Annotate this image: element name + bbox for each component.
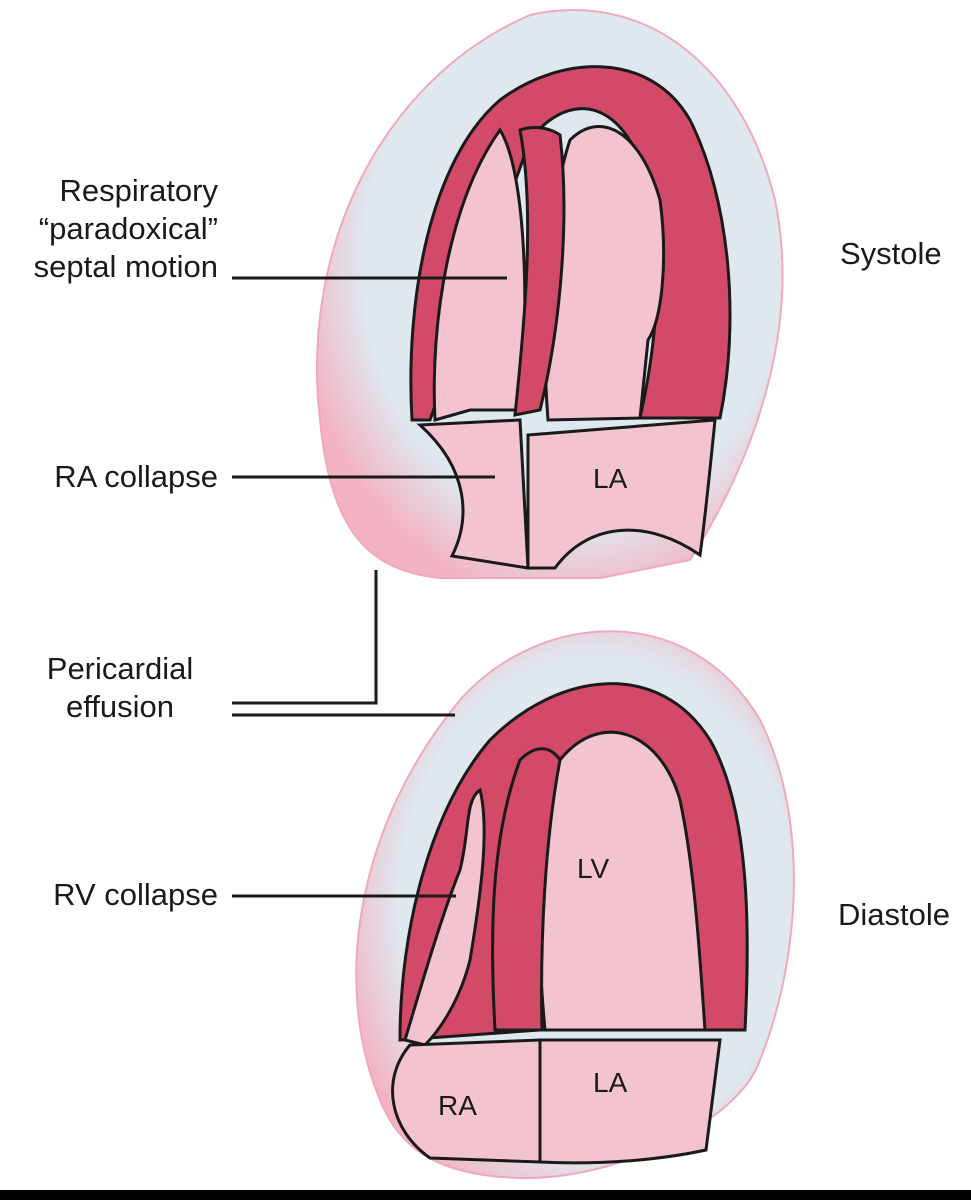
label-respiratory-line1: Respiratory [59, 173, 219, 208]
leader-pericardial-top [232, 570, 378, 705]
label-respiratory-line3: septal motion [33, 249, 218, 284]
diastole-la-label: LA [593, 1067, 628, 1098]
label-pericardial-line1: Pericardial [46, 651, 194, 686]
label-pericardial-line2: effusion [65, 689, 174, 724]
label-rv-collapse: RV collapse [53, 877, 218, 912]
bottom-border-bar [0, 1190, 971, 1200]
diastole-ra [391, 1038, 542, 1164]
systole-heart: LA [316, 9, 784, 579]
label-pericardial-effusion: Pericardial effusion [22, 650, 218, 726]
label-systole: Systole [840, 236, 942, 271]
systole-septum [513, 126, 566, 417]
diastole-la [538, 1038, 722, 1165]
label-respiratory: Respiratory “paradoxical” septal motion [0, 172, 218, 286]
diastole-lv-label: LV [577, 853, 609, 884]
systole-la [526, 418, 717, 570]
diastole-septum [491, 747, 562, 1032]
diastole-ra-label: RA [438, 1090, 477, 1121]
systole-ra [416, 418, 530, 570]
label-ra-collapse: RA collapse [54, 459, 218, 494]
diastole-rv-cavity [403, 787, 486, 1047]
systole-la-label: LA [593, 463, 628, 494]
label-respiratory-line2: “paradoxical” [38, 211, 218, 246]
diastole-heart: LV RA LA [355, 630, 795, 1180]
label-diastole: Diastole [838, 897, 950, 932]
